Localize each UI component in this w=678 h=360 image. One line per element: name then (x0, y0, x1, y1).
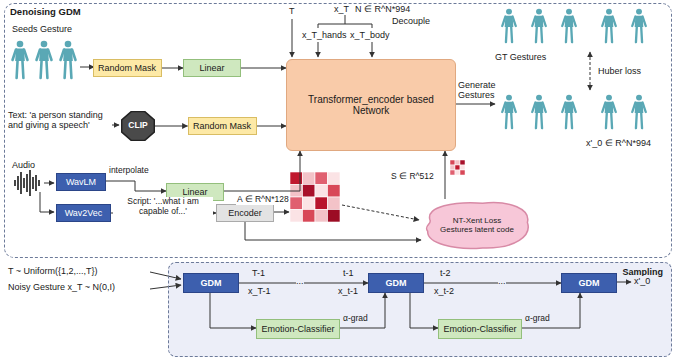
text-label: N ∈ R^N*994 (355, 4, 410, 14)
region-panel: SamplingGDMGDMGDMEmotion-ClassifierEmoti… (168, 262, 672, 357)
mask-box: Random Mask (93, 59, 162, 77)
node-text: Linear (182, 187, 207, 197)
node-text: Random Mask (98, 63, 156, 73)
waveform-icon (12, 170, 39, 196)
gdm-box: GDM (183, 273, 239, 293)
edge-label: interpolate (108, 166, 150, 176)
text-label: T-1 (252, 268, 265, 278)
encoder-box: Encoder (216, 204, 274, 222)
region-heading: Denoising GDM (10, 7, 81, 18)
gdm-box: GDM (561, 273, 617, 293)
edge-label: S ∈ R^512 (390, 172, 435, 182)
text-label: Decouple (392, 16, 430, 26)
node-text: GDM (386, 278, 407, 288)
text-label: GT Gestures (495, 52, 546, 62)
node-text: Emotion-Classifier (443, 324, 516, 334)
node-text: Wav2Vec (65, 208, 103, 218)
connector (241, 68, 286, 69)
layout-arrows (40, 15, 631, 289)
node-text: Emotion-Classifier (261, 324, 334, 334)
gdm-box: GDM (368, 273, 424, 293)
connector (224, 151, 300, 191)
linear-box: Linear (183, 59, 241, 77)
connector (410, 293, 438, 328)
text-label: Text: 'a person standing and giving a sp… (8, 110, 114, 131)
node-text: Linear (199, 63, 224, 73)
text-label: T (289, 6, 295, 16)
node-text: WavLM (66, 177, 96, 187)
latent-blob: NT-Xent LossGestures latent code (421, 199, 533, 251)
node-text: Random Mask (193, 121, 251, 131)
node-text: NT-Xent Loss (453, 216, 501, 225)
text-label: ... (296, 276, 304, 286)
connector (445, 151, 446, 199)
text-label: x_T_body (350, 30, 390, 40)
text-label: t-1 (343, 268, 354, 278)
connector (245, 222, 421, 240)
text-label: x_T-1 (248, 286, 271, 296)
edge-label: α-grad (342, 314, 369, 324)
node-text: GDM (201, 278, 222, 288)
connector (106, 181, 166, 191)
model-box: WavLM (56, 173, 106, 191)
text-label: x'_0 (634, 276, 650, 286)
mask-box: Random Mask (188, 117, 257, 135)
text-label: x_t-1 (338, 286, 358, 296)
edge-label: Script: '...what i am capable of...' (113, 197, 213, 217)
node-text: Gestures latent code (440, 225, 514, 234)
seed-figures (13, 41, 76, 78)
edge-label: α-grad (524, 314, 551, 324)
connector (522, 293, 580, 328)
connector (210, 293, 256, 328)
connector (424, 283, 561, 284)
text-label: x'_0 ∈ R^N*994 (586, 138, 651, 148)
connector (340, 293, 385, 328)
text-label: Generate Gestures (458, 80, 500, 101)
gt-figures (502, 9, 646, 43)
connector (162, 68, 184, 69)
latent-matrix (290, 172, 340, 222)
style-code (450, 160, 465, 175)
model-box: Wav2Vec (56, 204, 111, 222)
node-text: GDM (579, 278, 600, 288)
clip-icon: CLIP (121, 111, 155, 141)
node-text: Encoder (228, 208, 262, 218)
node-text: CLIP (128, 121, 147, 131)
text-label: Seeds Gesture (12, 24, 72, 34)
region-panel: Denoising GDMRandom MaskLinearTransforme… (4, 3, 672, 258)
text-label: x_T (334, 4, 349, 14)
text-label: Audio (12, 160, 35, 170)
classifier-box: Emotion-Classifier (256, 319, 340, 339)
network-box: Transformer_encoder based Network (286, 59, 456, 151)
connector (155, 126, 188, 127)
text-label: x_t-2 (434, 286, 454, 296)
node-text: Transformer_encoder based Network (287, 94, 455, 117)
text-label: Huber loss (598, 66, 641, 76)
classifier-box: Emotion-Classifier (438, 319, 522, 339)
text-label: t-2 (440, 268, 451, 278)
text-label: Noisy Gesture x_T ~ N(0,I) (8, 282, 115, 292)
generated-figures (502, 95, 646, 129)
sampling-ground (168, 262, 672, 357)
connector (257, 126, 287, 127)
edge-label: A ∈ R^N*128 (236, 195, 290, 205)
text-label: x_T_hands (302, 30, 347, 40)
text-label: ... (498, 276, 506, 286)
text-label: T ~ Uniform({1,2,...,T}) (8, 266, 98, 276)
